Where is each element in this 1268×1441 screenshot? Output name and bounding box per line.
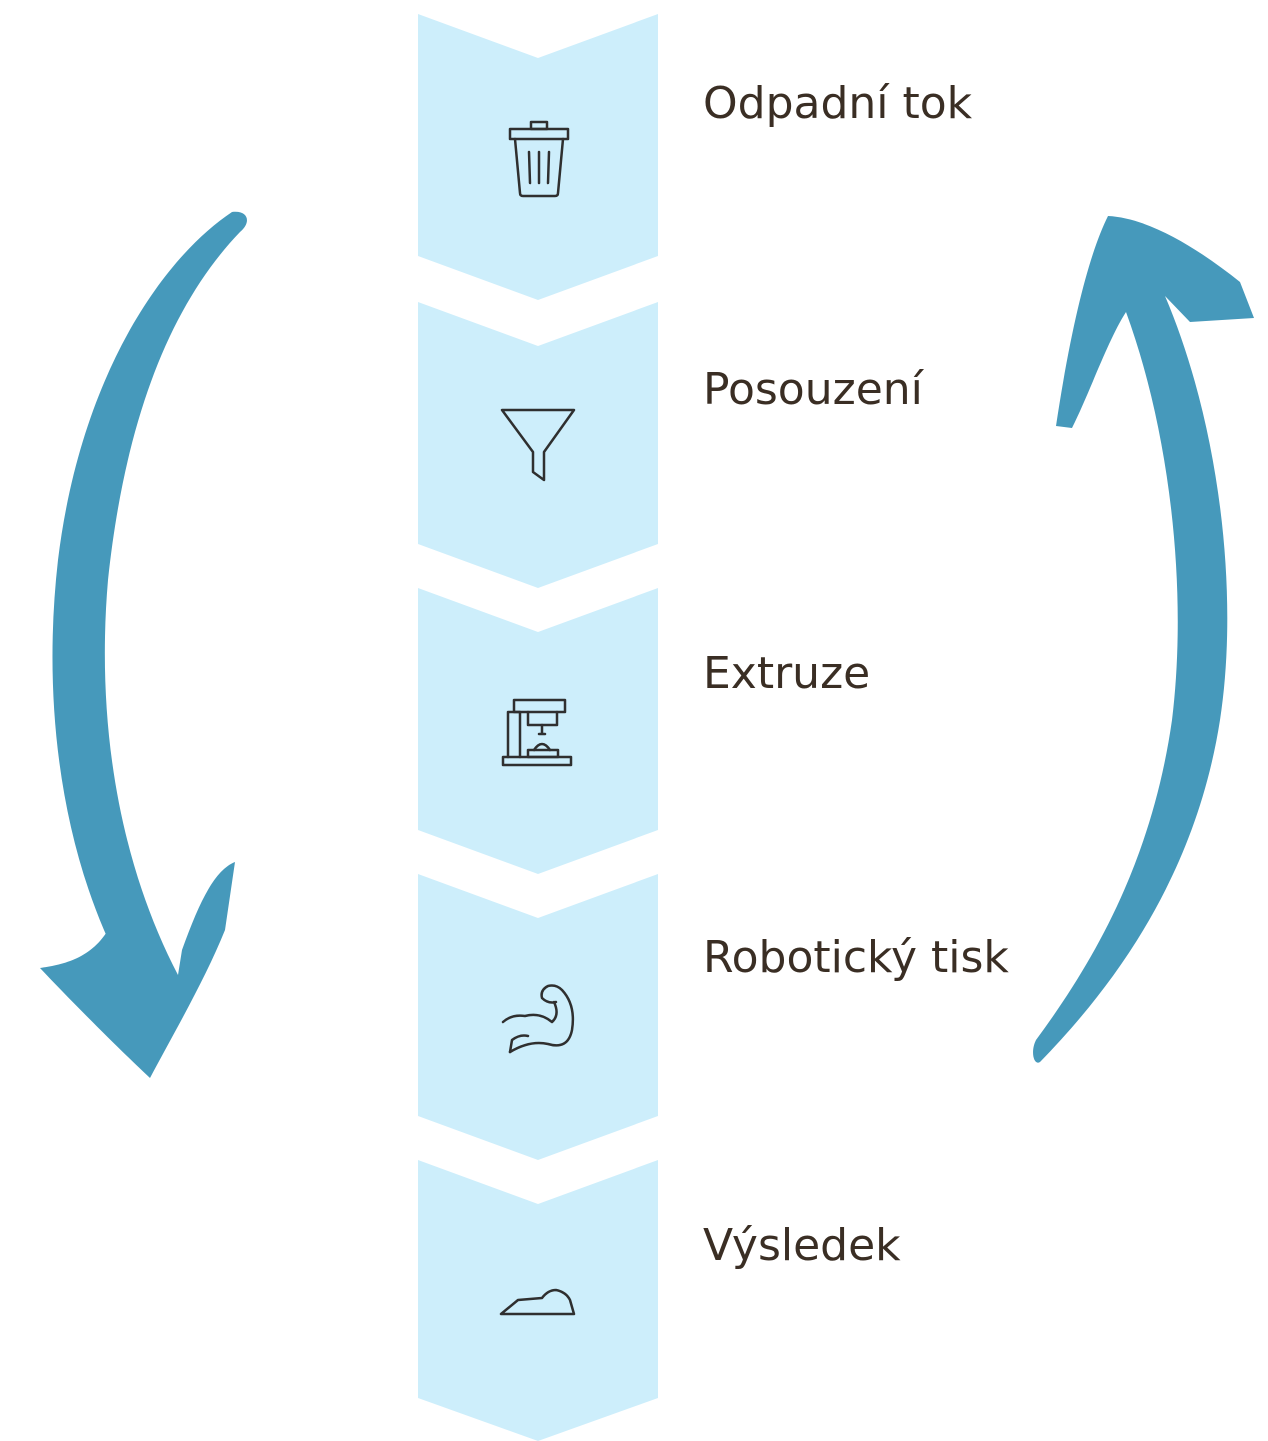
flexed-arm-icon [501,984,575,1054]
step-chevron-3 [418,588,658,874]
step-label-robotic-printing: Robotický tisk [703,932,1009,983]
step-label-extrusion: Extruze [703,648,871,699]
step-chevron-4 [418,874,658,1160]
extruder-machine-icon [501,698,573,767]
step-label-result: Výsledek [703,1220,901,1271]
trash-can-icon [508,120,570,198]
printed-object-icon [499,1288,576,1316]
step-chevron-2 [418,302,658,588]
step-label-waste-stream: Odpadní tok [703,78,973,129]
funnel-icon [500,408,576,482]
up-curved-arrow-icon [1033,216,1254,1063]
down-curved-arrow-icon [40,211,247,1079]
step-label-assessment: Posouzení [703,364,923,415]
step-chevron-5 [418,1160,658,1441]
